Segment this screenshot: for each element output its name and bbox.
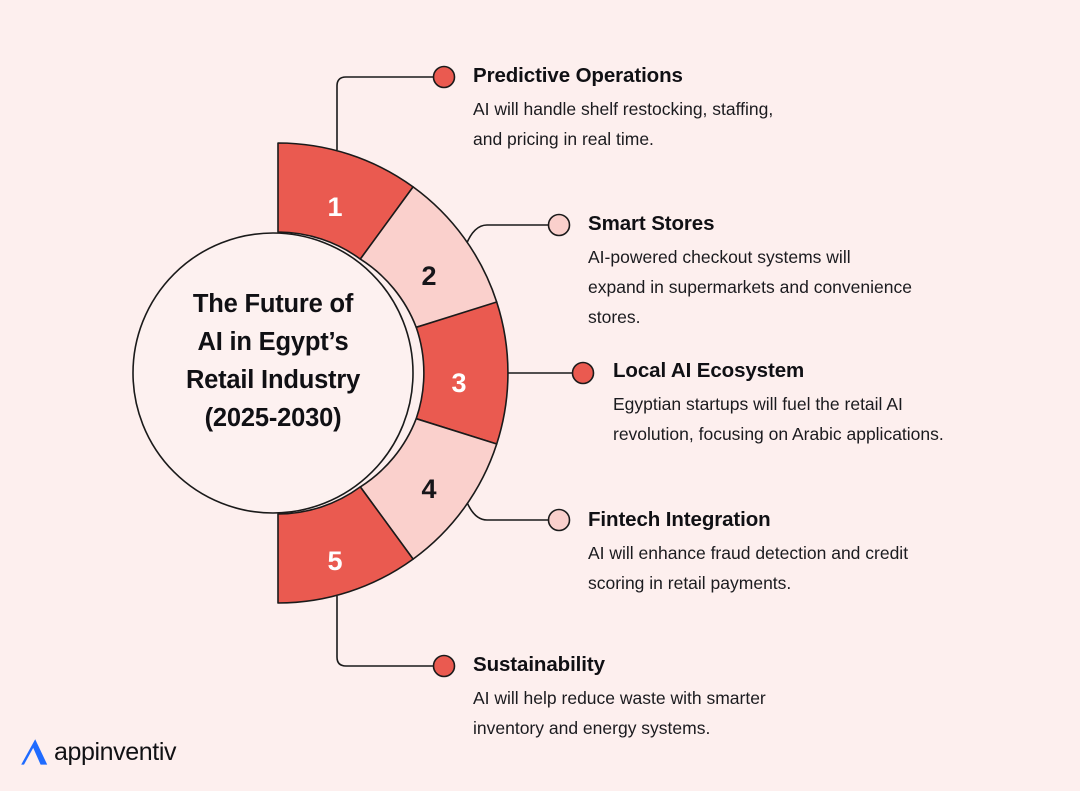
segment-number-1: 1 (327, 192, 342, 222)
callout-item-2[interactable]: Smart Stores AI-powered checkout systems… (588, 212, 1018, 332)
callout-desc-5: AI will help reduce waste with smarter i… (473, 688, 766, 738)
appinventiv-logo[interactable]: appinventiv (18, 735, 176, 769)
appinventiv-mark-icon (21, 739, 48, 765)
connector-dot-5[interactable] (432, 654, 456, 678)
connector-dot-3[interactable] (571, 361, 595, 385)
half-donut-chart (277, 142, 509, 604)
callout-title-3: Local AI Ecosystem (613, 359, 805, 382)
connector-dot-1[interactable] (432, 65, 456, 89)
segment-number-2: 2 (421, 261, 436, 291)
callout-desc-3: Egyptian startups will fuel the retail A… (613, 394, 944, 444)
callout-item-4[interactable]: Fintech Integration AI will enhance frau… (588, 508, 1018, 598)
segment-number-3: 3 (451, 368, 466, 398)
callout-title-2: Smart Stores (588, 212, 715, 235)
segment-number-5: 5 (327, 546, 342, 576)
callout-item-1[interactable]: Predictive Operations AI will handle she… (473, 64, 993, 154)
center-circle (132, 232, 414, 514)
callout-desc-4: AI will enhance fraud detection and cred… (588, 543, 909, 593)
appinventiv-logo-text: appinventiv (54, 737, 177, 766)
connector-line-4 (465, 499, 557, 521)
connector-line-2 (465, 224, 557, 246)
callout-title-4: Fintech Integration (588, 508, 771, 531)
connector-dot-2[interactable] (547, 213, 571, 237)
connector-dot-4[interactable] (547, 508, 571, 532)
connector-line-5 (336, 596, 441, 667)
callout-title-1: Predictive Operations (473, 64, 683, 87)
callout-desc-1: AI will handle shelf restocking, staffin… (473, 99, 774, 149)
callout-desc-2: AI-powered checkout systems will expand … (588, 247, 912, 327)
donut-segment-5[interactable] (277, 486, 414, 604)
callout-title-5: Sustainability (473, 653, 605, 676)
callout-item-3[interactable]: Local AI Ecosystem Egyptian startups wil… (613, 359, 1043, 449)
segment-number-4: 4 (421, 474, 436, 504)
connector-line-1 (336, 76, 441, 150)
callout-item-5[interactable]: Sustainability AI will help reduce waste… (473, 653, 903, 743)
